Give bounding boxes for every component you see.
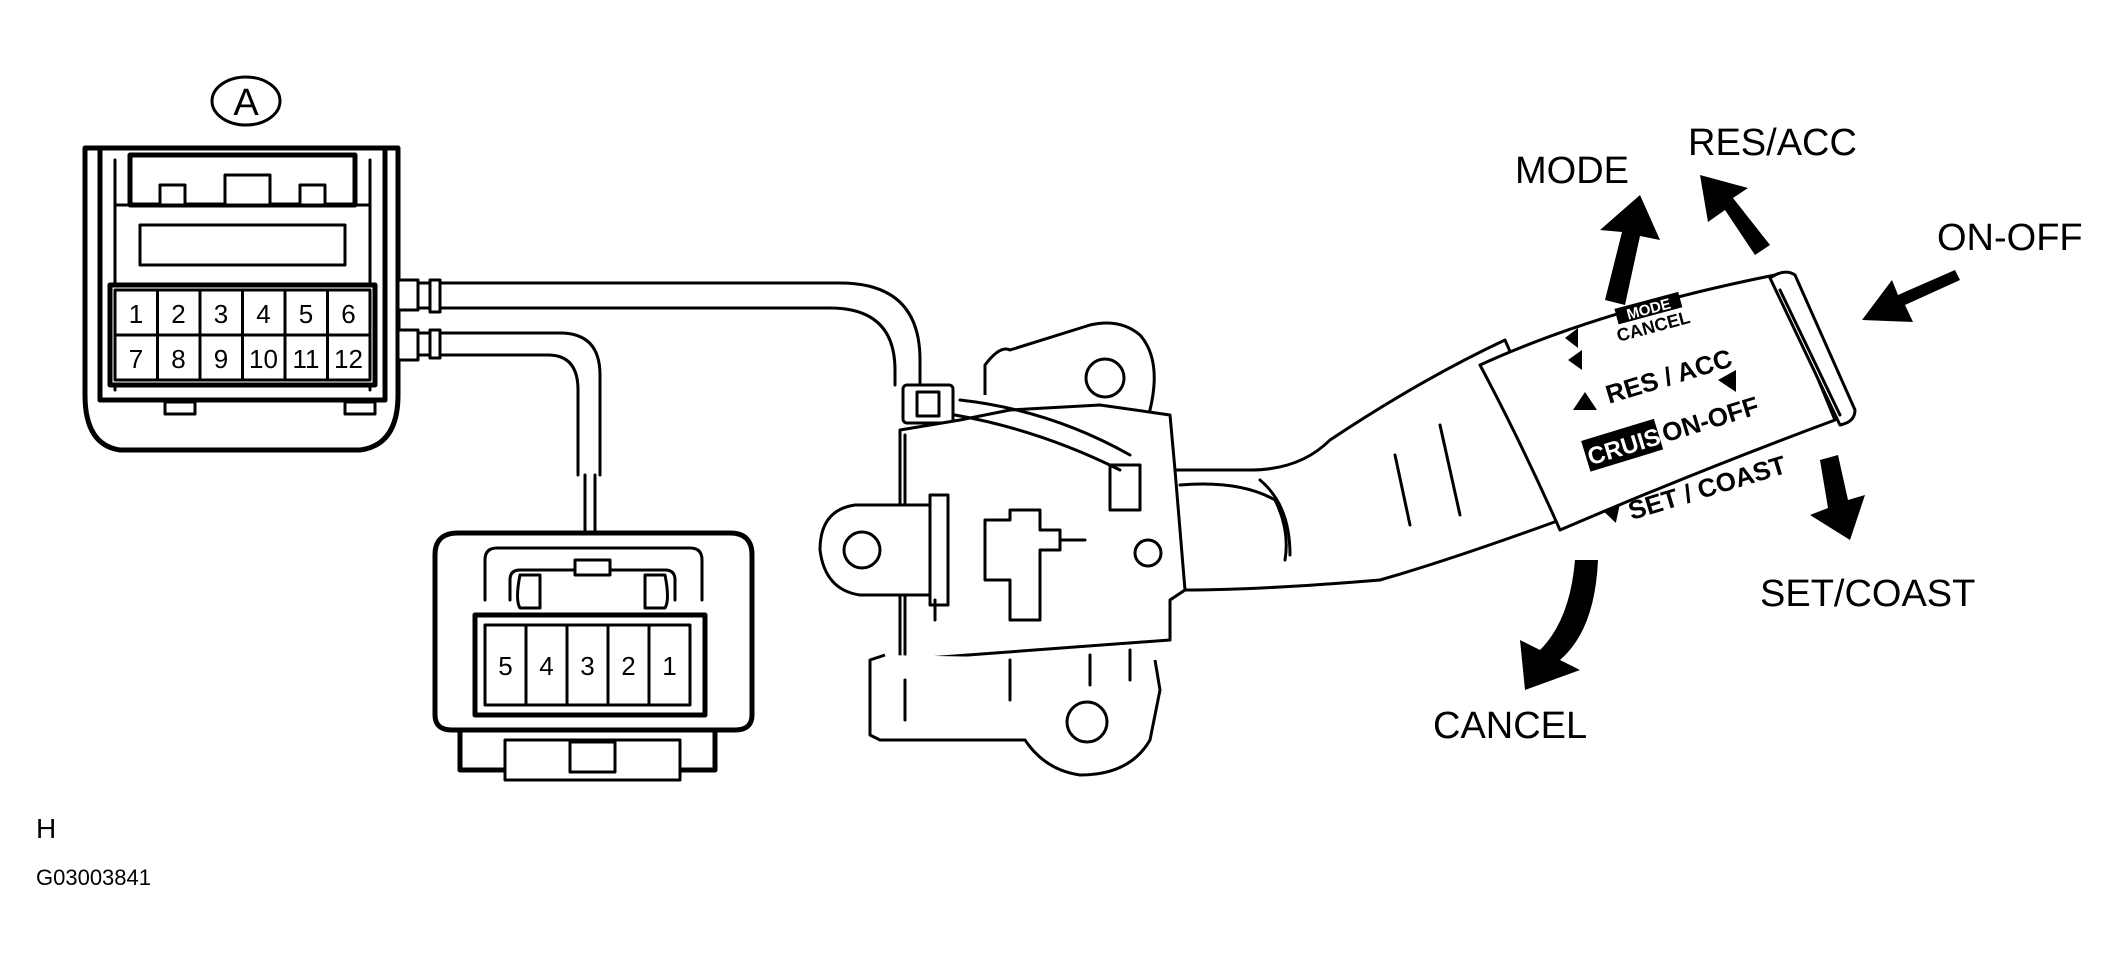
on-off-arrow <box>1862 270 1960 322</box>
pin-label: 5 <box>498 651 512 681</box>
pin-label: 1 <box>662 651 676 681</box>
pin-label: 8 <box>171 344 185 374</box>
cancel-arrow <box>1520 560 1598 690</box>
view-code: H <box>36 813 56 844</box>
pin-label: 2 <box>171 299 185 329</box>
pin-label: 11 <box>293 344 320 374</box>
pin-label: 1 <box>129 299 143 329</box>
cancel-label: CANCEL <box>1433 705 1587 747</box>
set-coast-label: SET/COAST <box>1760 573 1975 615</box>
pin-label: 7 <box>129 344 143 374</box>
connector-a-label: A <box>210 75 282 127</box>
pin-label: 3 <box>580 651 594 681</box>
pin-label: 4 <box>539 651 553 681</box>
res-acc-arrow <box>1700 175 1770 255</box>
pin-label: 5 <box>299 299 313 329</box>
on-off-label: ON-OFF <box>1937 217 2083 259</box>
svg-text:A: A <box>233 82 259 124</box>
pin-label: 3 <box>214 299 228 329</box>
switch-body <box>818 321 1187 777</box>
pin-label: 2 <box>621 651 635 681</box>
connector-b-pin-grid: 5 4 3 2 1 <box>483 623 692 707</box>
figure-id: G03003841 <box>36 865 151 890</box>
mode-label: MODE <box>1515 150 1629 192</box>
cruise-control-lever <box>1173 270 1857 592</box>
pin-label: 10 <box>249 344 278 374</box>
pin-label: 6 <box>341 299 355 329</box>
set-coast-arrow <box>1810 455 1865 540</box>
pin-label: 12 <box>334 344 363 374</box>
pin-label: 4 <box>256 299 270 329</box>
mode-arrow <box>1600 195 1660 305</box>
wire-harness <box>416 278 922 532</box>
pin-label: 9 <box>214 344 228 374</box>
res-acc-label: RES/ACC <box>1688 122 1857 164</box>
connector-a-pin-grid: 1 2 3 4 5 6 7 8 9 10 11 12 <box>113 288 372 382</box>
